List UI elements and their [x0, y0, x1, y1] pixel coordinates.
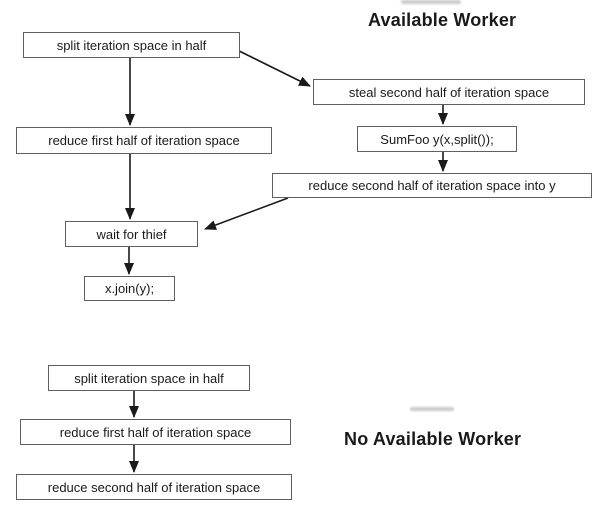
- node-split-iteration-space: split iteration space in half: [23, 32, 240, 58]
- node-wait-for-thief: wait for thief: [65, 221, 198, 247]
- artifact-smudge: [410, 407, 454, 411]
- node-nw-reduce-second-half: reduce second half of iteration space: [16, 474, 292, 500]
- edge-reduce-second-to-wait-arrow: [204, 197, 289, 230]
- node-nw-split-iteration-space: split iteration space in half: [48, 365, 250, 391]
- node-sumfoo-split-call: SumFoo y(x,split());: [357, 126, 517, 152]
- node-reduce-second-half-into-y: reduce second half of iteration space in…: [272, 173, 592, 198]
- node-reduce-first-half: reduce first half of iteration space: [16, 127, 272, 154]
- node-steal-second-half: steal second half of iteration space: [313, 79, 585, 105]
- available-worker-title: Available Worker: [368, 10, 517, 30]
- node-nw-reduce-first-half: reduce first half of iteration space: [20, 419, 291, 445]
- no-available-worker-title: No Available Worker: [344, 429, 522, 449]
- node-x-join-y: x.join(y);: [84, 276, 175, 301]
- artifact-smudge: [401, 0, 461, 4]
